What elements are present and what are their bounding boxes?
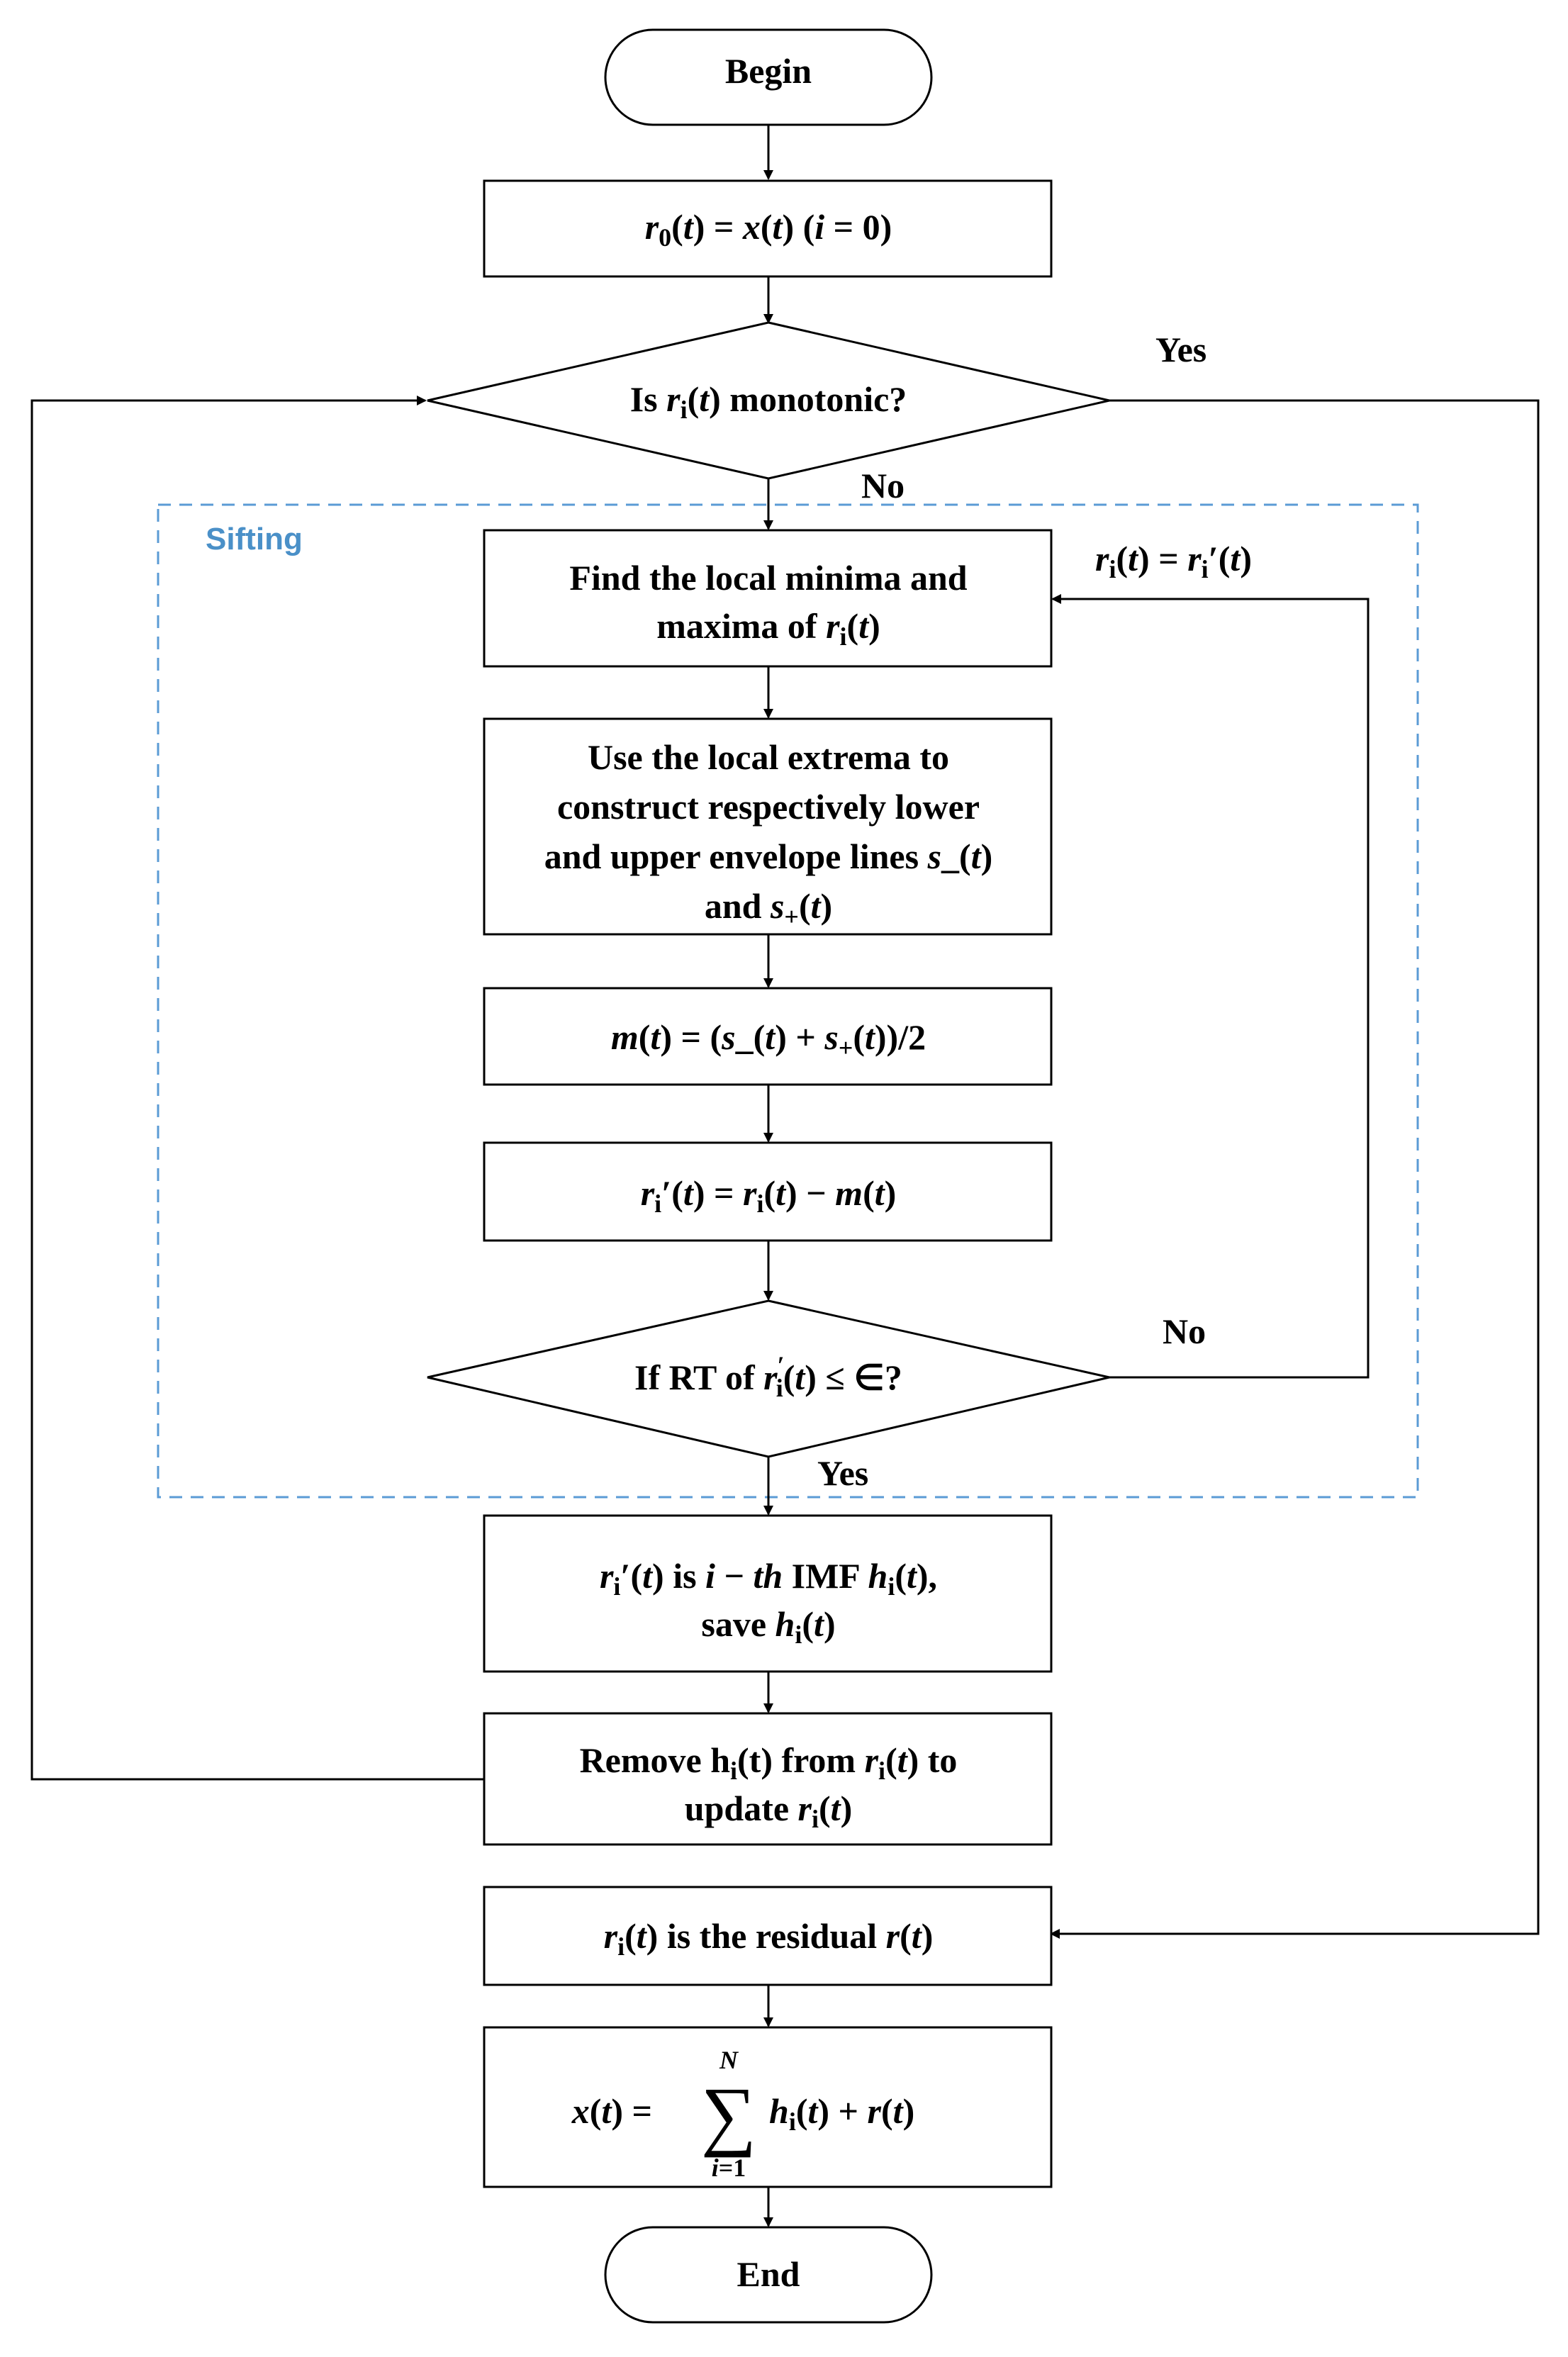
yes-monotonic-label: Yes xyxy=(1155,330,1206,369)
imf-line1: ri′(t) is i − th IMF hi(t), xyxy=(600,1556,937,1601)
monotonic-decision xyxy=(427,321,1110,480)
sifting-group xyxy=(157,503,1419,1499)
end-node xyxy=(604,2226,933,2324)
begin-node xyxy=(604,28,933,126)
sum-lower: i=1 xyxy=(712,2154,746,2182)
sum-symbol: ∑ xyxy=(701,2071,756,2158)
sum-lhs: x(t) = xyxy=(571,2091,652,2131)
edges xyxy=(30,125,1540,2227)
sifting-label: Sifting xyxy=(206,522,303,556)
envelopes-line4: and s+(t) xyxy=(705,886,832,931)
edge-monotonic-yes-residual xyxy=(1050,399,1540,1939)
rt-decision xyxy=(427,1299,1110,1458)
remove-line1: Remove hi(t) from ri(t) to xyxy=(580,1740,958,1785)
no-monotonic-label: No xyxy=(861,466,905,505)
edge-remove-loop-monotonic xyxy=(30,396,484,1781)
residual-node xyxy=(483,1886,1053,1986)
envelopes-line3: and upper envelope lines s_(t) xyxy=(544,836,993,876)
rt-text: If RT of r′i(t) ≤ ∈? xyxy=(634,1351,902,1402)
find-extrema-node xyxy=(483,529,1053,668)
subtract-text: ri′(t) = ri(t) − m(t) xyxy=(641,1173,897,1218)
envelopes-line2: construct respectively lower xyxy=(557,787,980,827)
envelopes-node xyxy=(483,717,1053,936)
init-node xyxy=(483,179,1053,278)
init-text: r0(t) = x(t) (i = 0) xyxy=(645,207,892,252)
sum-rhs: hi(t) + r(t) xyxy=(769,2091,914,2136)
mean-node xyxy=(483,987,1053,1086)
find-extrema-line1: Find the local minima and xyxy=(569,558,967,598)
no-rt-label: No xyxy=(1163,1311,1206,1351)
find-extrema-line2: maxima of ri(t) xyxy=(656,606,880,651)
loop-assign-label: ri(t) = ri′(t) xyxy=(1095,539,1252,583)
edge-rt-no-find xyxy=(1051,594,1370,1379)
remove-line2: update ri(t) xyxy=(685,1788,852,1833)
mean-text: m(t) = (s_(t) + s+(t))/2 xyxy=(611,1017,926,1062)
residual-text: ri(t) is the residual r(t) xyxy=(604,1916,934,1961)
remove-node xyxy=(483,1712,1053,1846)
envelopes-line1: Use the local extrema to xyxy=(588,737,949,777)
monotonic-text: Is ri(t) monotonic? xyxy=(630,379,907,424)
subtract-node xyxy=(483,1141,1053,1242)
sum-node xyxy=(483,2026,1053,2188)
end-text: End xyxy=(737,2254,800,2294)
yes-rt-label: Yes xyxy=(817,1453,868,1493)
imf-line2: save hi(t) xyxy=(701,1604,835,1649)
begin-text: Begin xyxy=(725,51,812,91)
imf-node xyxy=(483,1514,1053,1673)
sum-upper: N xyxy=(719,2046,739,2074)
